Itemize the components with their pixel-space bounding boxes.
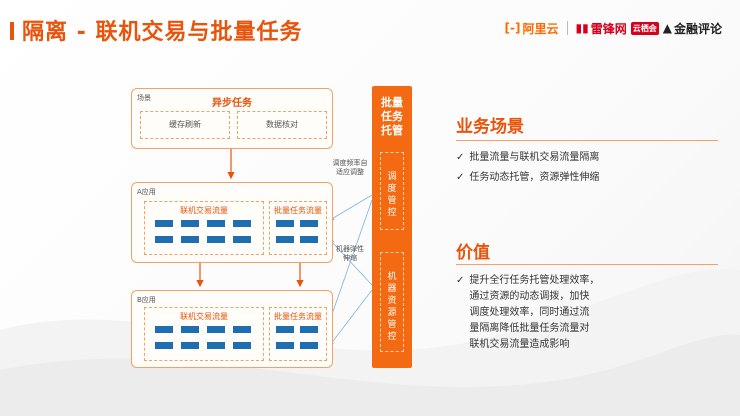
batch-block [276,326,294,333]
scene-title: 异步任务 [212,98,252,109]
traffic-block [233,326,251,333]
traffic-block [155,326,173,333]
cache-refresh-label: 缓存刷新 [169,120,201,129]
schedule-adapt-note: 调度频率自 适应调整 [332,159,368,176]
aliyun-logo: [-] 阿里云 [505,20,559,37]
scene-label: 场景 [137,94,151,102]
traffic-block [181,220,199,227]
jinrong-logo: ▲ 金融评论 [663,20,722,37]
batch-block [276,342,294,349]
app-b-online-panel: 联机交易流量 [144,307,264,361]
batch-block [300,236,318,243]
traffic-block [181,236,199,243]
schedule-control-box: 调 度 管 控 [380,152,404,230]
app-a-online-label: 联机交易流量 [180,206,228,215]
traffic-block [233,342,251,349]
value-divider [456,264,718,265]
business-scenario-title: 业务场景 [456,117,524,137]
app-a-box: A应用 联机交易流量 批量任务流量 [131,182,333,263]
leifeng-text: 雷锋网 [590,21,627,36]
app-b-batch-panel: 批量任务流量 [269,307,327,361]
batch-block [276,236,294,243]
business-bullet: ✓批量流量与联机交易流量隔离 [456,152,600,163]
traffic-block [207,342,225,349]
traffic-block [207,236,225,243]
traffic-block [155,220,173,227]
check-icon: ✓ [456,275,465,286]
traffic-block [233,220,251,227]
cache-refresh-item: 缓存刷新 [140,111,230,139]
batch-block [300,326,318,333]
aliyun-icon: [-] [504,21,521,35]
data-check-item: 数据核对 [237,111,327,139]
app-a-batch-panel: 批量任务流量 [269,201,327,255]
machine-resource-control-box: 机 器 资 源 管 控 [380,252,404,352]
app-b-box: B应用 联机交易流量 批量任务流量 [131,290,333,368]
business-bullet: ✓任务动态托管，资源弹性伸缩 [456,172,600,183]
batch-block [300,342,318,349]
batch-block [300,220,318,227]
jinrong-text: 金融评论 [673,21,722,36]
slide-title: 隔离 - 联机交易与批量任务 [22,20,303,45]
app-b-label: B应用 [137,296,156,304]
traffic-block [233,236,251,243]
app-b-online-label: 联机交易流量 [180,312,228,321]
app-b-batch-label: 批量任务流量 [274,312,322,321]
scene-box: 场景 异步任务 缓存刷新 数据核对 [131,88,333,149]
aliyun-text: 阿里云 [522,21,559,36]
batch-block [276,220,294,227]
leifeng-logo: ▮▮ 雷锋网 云栖会 [576,20,659,37]
value-title: 价值 [456,243,490,263]
batch-hosting-title: 批量 任务 托管 [381,96,403,137]
data-check-label: 数据核对 [266,120,298,129]
leifeng-icon: ▮▮ [575,21,589,35]
logo-divider [566,21,568,35]
leifeng-badge: 云栖会 [630,21,659,35]
elastic-scaling-note: 机器弹性 伸缩 [336,245,364,262]
check-icon: ✓ [456,152,465,163]
traffic-block [181,342,199,349]
check-icon: ✓ [456,172,465,183]
jinrong-icon: ▲ [662,21,672,35]
app-a-label: A应用 [137,188,156,196]
title-accent-bar [10,22,14,40]
value-bullet: ✓ 提升全行任务托管处理效率， 通过资源的动态调拨，加快 调度处理效率，同时通过… [456,273,599,353]
traffic-block [155,236,173,243]
traffic-block [155,342,173,349]
batch-hosting-column: 批量 任务 托管 调 度 管 控 机 器 资 源 管 控 [372,86,412,368]
app-a-online-panel: 联机交易流量 [144,201,264,255]
traffic-block [181,326,199,333]
logo-strip: [-] 阿里云 ▮▮ 雷锋网 云栖会 ▲ 金融评论 [505,18,722,38]
business-divider [456,140,718,141]
traffic-block [207,220,225,227]
traffic-block [207,326,225,333]
app-a-batch-label: 批量任务流量 [274,206,322,215]
